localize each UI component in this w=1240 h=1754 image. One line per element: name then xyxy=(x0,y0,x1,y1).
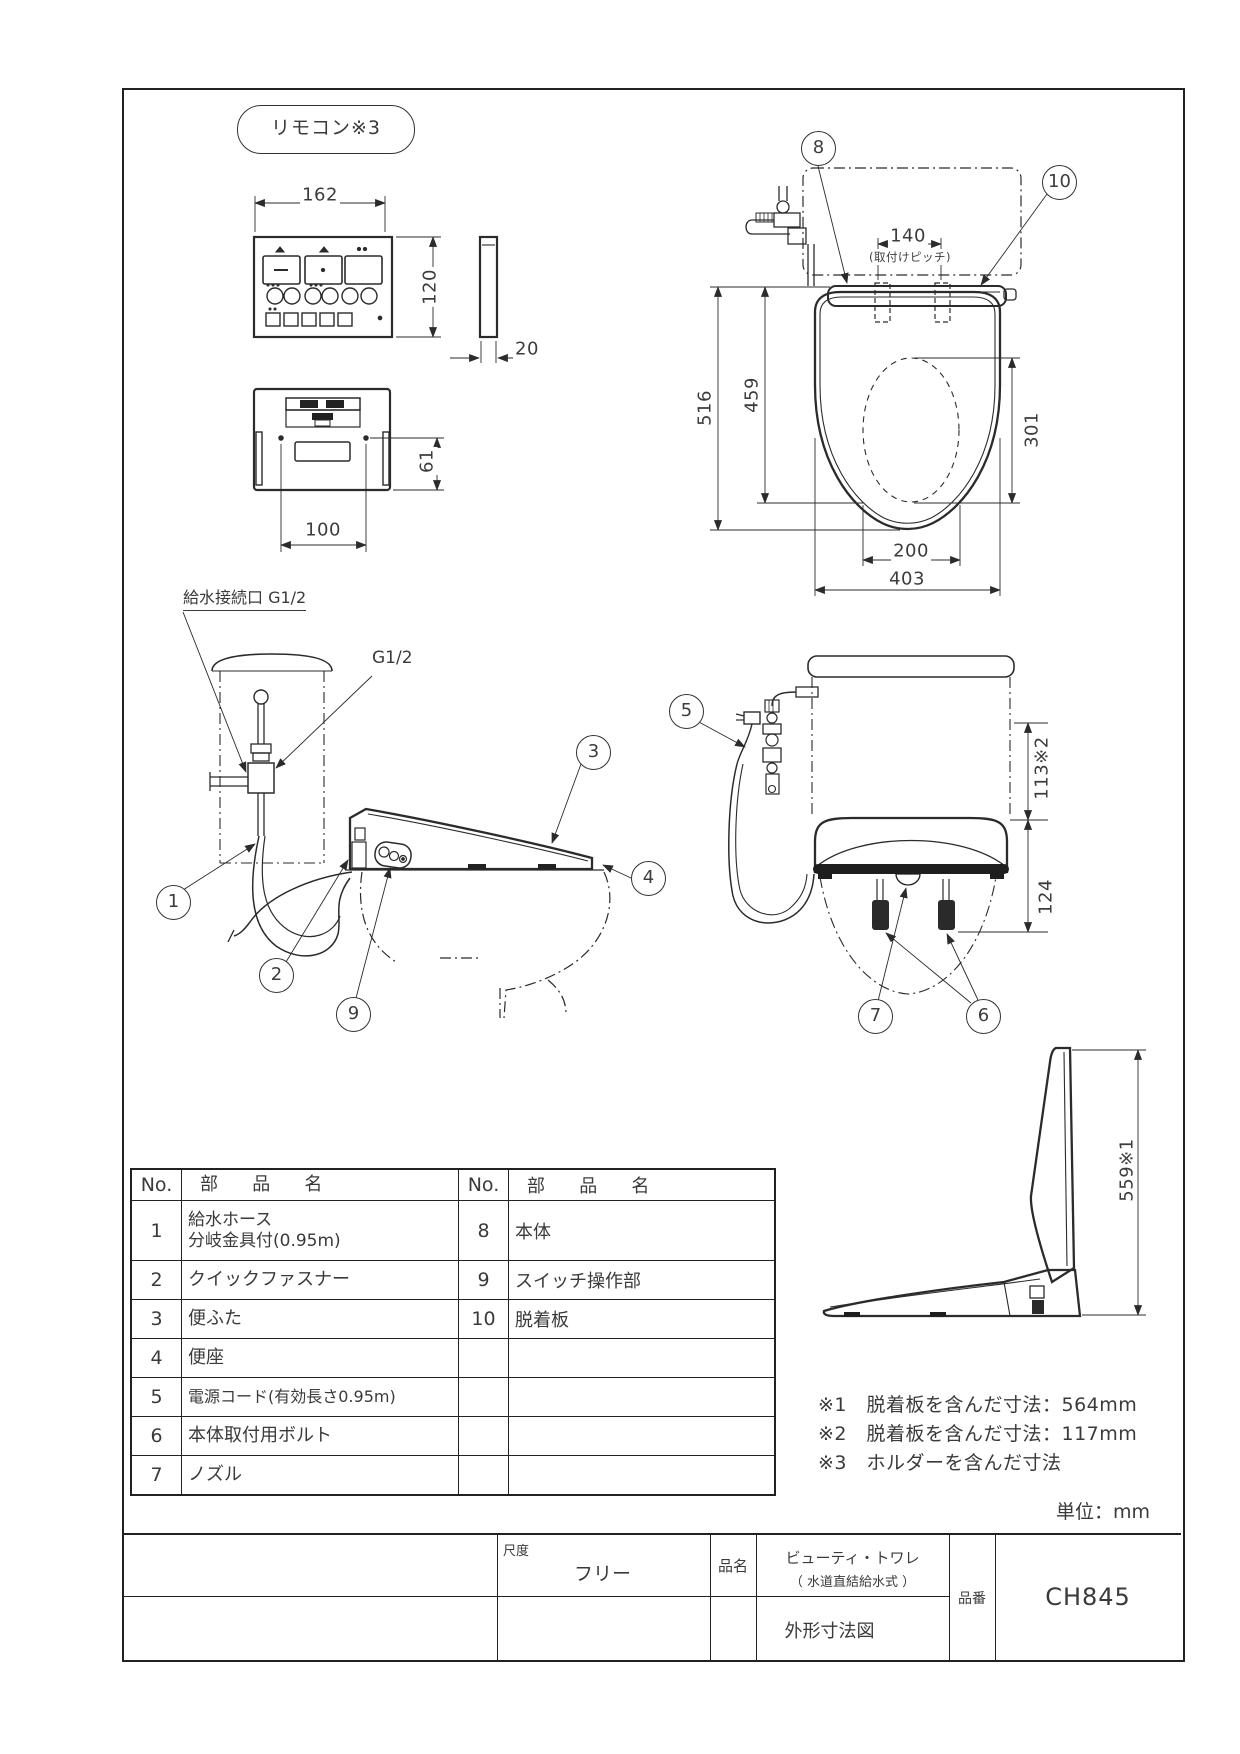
part-name xyxy=(508,1338,776,1378)
title-block-divider xyxy=(710,1535,711,1660)
title-block-divider xyxy=(949,1535,950,1660)
table-row: 4 便座 xyxy=(130,1338,776,1378)
title-block-divider xyxy=(756,1535,757,1660)
dim-under-seat: 124 xyxy=(1035,877,1057,917)
supply-port-label: 給水接続口 G1/2 xyxy=(183,584,307,611)
part-name xyxy=(508,1455,776,1495)
part-name: 本体取付用ボルト xyxy=(181,1416,459,1456)
title-block-divider xyxy=(995,1535,996,1660)
table-row: 5 電源コード(有効長さ0.95m) xyxy=(130,1377,776,1417)
callout-9: 9 xyxy=(336,997,371,1032)
dim-remote-height: 120 xyxy=(419,267,441,307)
dim-opening-depth: 301 xyxy=(1021,410,1043,450)
dim-holder-height: 61 xyxy=(416,447,438,475)
table-row: 6 本体取付用ボルト xyxy=(130,1416,776,1456)
title-block-divider xyxy=(122,1596,949,1597)
table-row: 7 ノズル xyxy=(130,1455,776,1495)
table-row: 3 便ふた 10 脱着板 xyxy=(130,1299,776,1339)
table-row: 1 給水ホース 分岐金具付(0.95m) 8 本体 xyxy=(130,1200,776,1261)
unit-note: 単位：mm xyxy=(1055,1501,1150,1523)
callout-5: 5 xyxy=(669,694,704,729)
title-block-divider xyxy=(497,1535,498,1660)
dim-mount-pitch: 140 xyxy=(888,225,928,247)
part-name: 給水ホース 分岐金具付(0.95m) xyxy=(181,1200,459,1261)
part-no: 10 xyxy=(458,1299,509,1339)
part-no: 3 xyxy=(130,1299,182,1339)
dim-lid-open-height: 559※1 xyxy=(1116,1136,1138,1204)
scale-label: 尺度 xyxy=(503,1544,530,1559)
part-number-label: 品番 xyxy=(958,1591,986,1607)
part-name: スイッチ操作部 xyxy=(508,1260,776,1300)
thread-size-label: G1/2 xyxy=(372,648,413,668)
drawing-title: 外形寸法図 xyxy=(784,1621,875,1642)
part-no: 4 xyxy=(130,1338,182,1378)
remote-label: リモコン※3 xyxy=(237,105,415,154)
dim-body-depth: 459 xyxy=(741,375,763,415)
callout-2: 2 xyxy=(259,958,294,993)
parts-table-header: No. 部品名 No. 部品名 xyxy=(130,1168,776,1201)
part-no: 8 xyxy=(458,1200,509,1261)
part-number: CH845 xyxy=(1045,1583,1131,1611)
drawing-frame-border xyxy=(122,88,1185,1662)
product-name-label: 品名 xyxy=(717,1557,748,1575)
dim-overall-depth: 516 xyxy=(694,388,716,428)
part-name: 本体 xyxy=(508,1200,776,1261)
part-no: 1 xyxy=(130,1200,182,1261)
part-name: 脱着板 xyxy=(508,1299,776,1339)
dim-remote-depth: 20 xyxy=(513,338,541,360)
part-name xyxy=(508,1416,776,1456)
part-name: ノズル xyxy=(181,1455,459,1495)
part-no xyxy=(458,1455,509,1495)
dim-mount-pitch-note: (取付けピッチ) xyxy=(867,249,953,265)
part-name xyxy=(508,1377,776,1417)
dim-opening-width: 200 xyxy=(891,540,931,562)
callout-3: 3 xyxy=(576,735,611,770)
note-3: ※3 ホルダーを含んだ寸法 xyxy=(818,1452,1062,1474)
title-block: 尺度 フリー 品名 ビューティ・トワレ （ 水道直結給水式 ） 外形寸法図 品番… xyxy=(122,1533,1181,1660)
scale-value: フリー xyxy=(574,1563,632,1585)
no-header-right: No. xyxy=(458,1168,509,1201)
part-no xyxy=(458,1338,509,1378)
part-name: 便ふた xyxy=(181,1299,459,1339)
dim-holder-width: 100 xyxy=(303,519,343,541)
product-name-line1: ビューティ・トワレ xyxy=(785,1549,920,1567)
note-1: ※1 脱着板を含んだ寸法：564mm xyxy=(818,1394,1138,1416)
note-2: ※2 脱着板を含んだ寸法：117mm xyxy=(818,1423,1138,1445)
table-row: 2 クイックファスナー 9 スイッチ操作部 xyxy=(130,1260,776,1300)
part-name: クイックファスナー xyxy=(181,1260,459,1300)
part-no xyxy=(458,1416,509,1456)
part-no: 5 xyxy=(130,1377,182,1417)
part-no: 6 xyxy=(130,1416,182,1456)
part-name: 電源コード(有効長さ0.95m) xyxy=(181,1377,459,1417)
name-header-right: 部品名 xyxy=(508,1168,776,1201)
callout-7: 7 xyxy=(858,999,893,1034)
callout-4: 4 xyxy=(631,861,666,896)
name-header-left: 部品名 xyxy=(181,1168,459,1201)
product-name-line2: （ 水道直結給水式 ） xyxy=(789,1575,916,1590)
callout-10: 10 xyxy=(1042,165,1077,200)
dim-remote-width: 162 xyxy=(300,184,340,206)
no-header-left: No. xyxy=(130,1168,182,1201)
part-name: 便座 xyxy=(181,1338,459,1378)
callout-6: 6 xyxy=(966,999,1001,1034)
callout-8: 8 xyxy=(801,131,836,166)
parts-table: No. 部品名 No. 部品名 1 給水ホース 分岐金具付(0.95m) 8 本… xyxy=(130,1168,776,1496)
part-no xyxy=(458,1377,509,1417)
part-no: 9 xyxy=(458,1260,509,1300)
dim-rear-clearance: 113※2 xyxy=(1031,734,1053,802)
part-no: 7 xyxy=(130,1455,182,1495)
callout-1: 1 xyxy=(156,885,191,920)
part-no: 2 xyxy=(130,1260,182,1300)
dim-overall-width: 403 xyxy=(887,568,927,590)
